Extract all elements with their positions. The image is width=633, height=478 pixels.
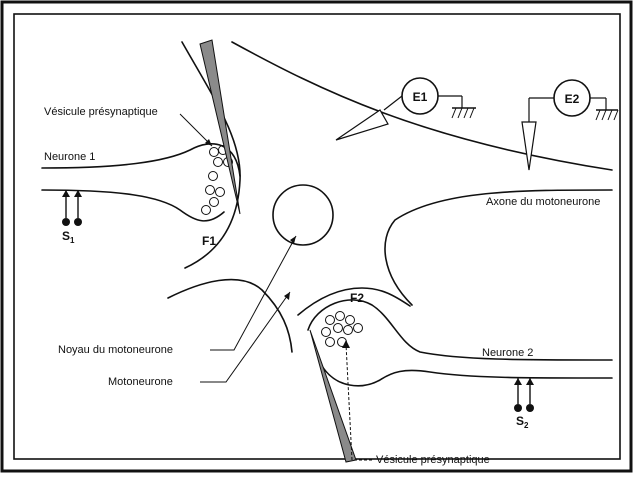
meter-e1-label: E1 <box>413 90 428 104</box>
meter-e2-label: E2 <box>565 92 580 106</box>
label-vesicle-top: Vésicule présynaptique <box>44 106 158 118</box>
label-f2: F2 <box>350 291 364 305</box>
label-s2-main: S <box>516 414 524 428</box>
label-s1-main: S <box>62 229 70 243</box>
label-s1-sub: 1 <box>70 236 75 245</box>
label-f1: F1 <box>202 234 216 248</box>
label-motoneuron: Motoneurone <box>108 376 173 388</box>
label-s2-sub: 2 <box>524 421 529 430</box>
label-nucleus: Noyau du motoneurone <box>58 344 173 356</box>
label-neuron1: Neurone 1 <box>44 151 95 163</box>
label-neuron2: Neurone 2 <box>482 347 533 359</box>
label-axon: Axone du motoneurone <box>486 196 600 208</box>
outer-border <box>2 2 631 471</box>
label-vesicle-bottom: Vésicule présynaptique <box>376 454 490 466</box>
